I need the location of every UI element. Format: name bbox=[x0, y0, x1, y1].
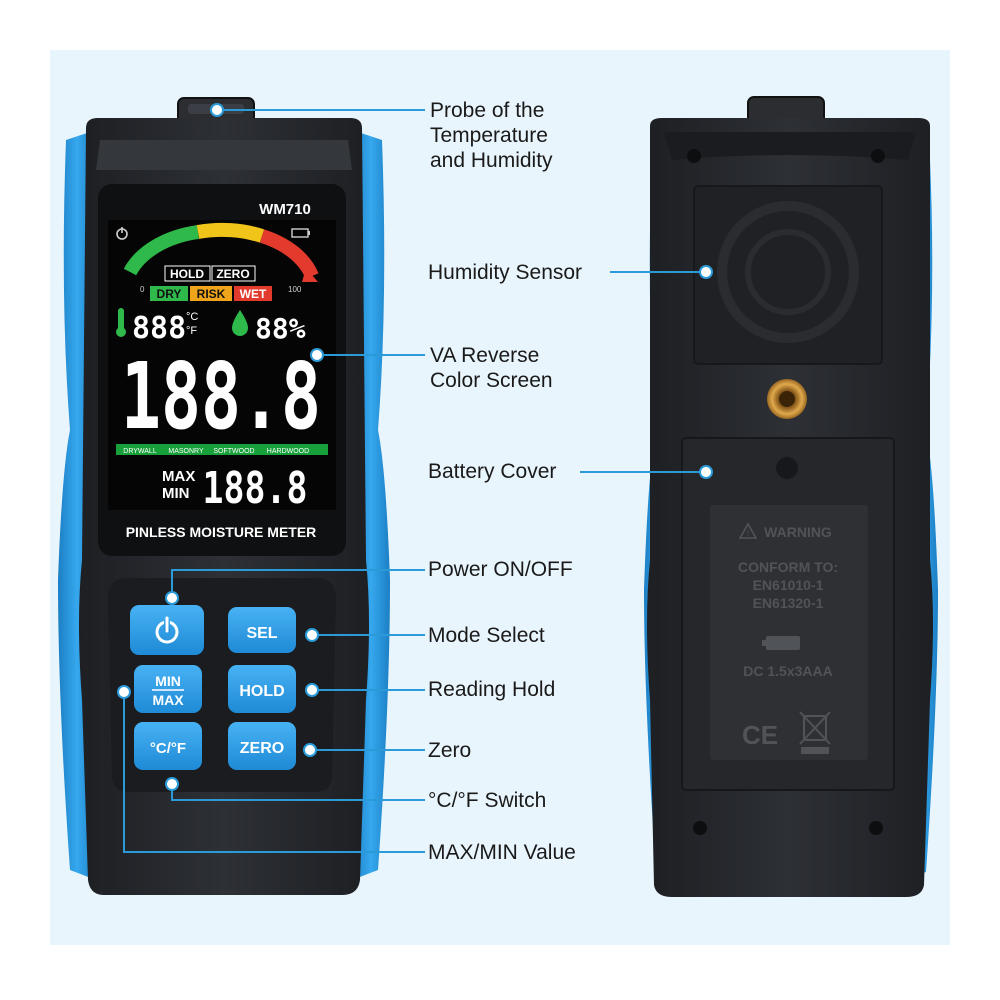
thermometer-icon bbox=[118, 308, 124, 330]
callout-power: Power ON/OFF bbox=[428, 558, 573, 581]
moisture-gauge bbox=[123, 222, 319, 282]
svg-text:!: ! bbox=[747, 529, 749, 538]
callout-screen-line-2: Color Screen bbox=[430, 369, 553, 392]
callout-screen: VA Reverse Color Screen bbox=[430, 343, 553, 393]
unit-button[interactable] bbox=[134, 722, 202, 770]
back-warning-label: WARNING bbox=[764, 524, 832, 540]
ce-mark: CE bbox=[742, 720, 778, 750]
min-max-button-max: MAX bbox=[152, 692, 184, 708]
sel-button[interactable] bbox=[228, 607, 296, 653]
back-battery-spec: DC 1.5x3AAA bbox=[743, 663, 832, 679]
gauge-scale-min: 0 bbox=[140, 285, 145, 294]
screen-dry-label: DRY bbox=[157, 287, 182, 301]
screen-max-label: MAX bbox=[162, 468, 195, 485]
gauge-scale-max: 100 bbox=[288, 285, 302, 294]
front-screen bbox=[108, 220, 336, 510]
sel-button-label: SEL bbox=[246, 625, 277, 642]
screen-zero-label: ZERO bbox=[216, 267, 249, 281]
callout-lines bbox=[117, 103, 713, 853]
back-device: ! WARNING CONFORM TO: EN61010-1 EN61320-… bbox=[644, 96, 938, 897]
screen-main-reading: 188.8 bbox=[121, 343, 321, 450]
min-max-button-min: MIN bbox=[155, 673, 181, 689]
back-conform-label: CONFORM TO: bbox=[738, 559, 838, 575]
callout-humidity-sensor: Humidity Sensor bbox=[428, 261, 583, 284]
callout-reading-hold: Reading Hold bbox=[428, 678, 556, 701]
model-label: WM710 bbox=[259, 201, 311, 218]
zero-button-label: ZERO bbox=[240, 740, 284, 757]
unit-button-label: °C/°F bbox=[150, 740, 186, 757]
callout-probe-line-3: and Humidity bbox=[430, 149, 553, 172]
back-standard-1: EN61010-1 bbox=[753, 577, 824, 593]
screen-max-min-reading: 188.8 bbox=[203, 463, 308, 514]
min-max-button[interactable] bbox=[134, 665, 202, 713]
screen-temp-unit-c: °C bbox=[186, 311, 198, 323]
callout-probe: Probe of the Temperature and Humidity bbox=[430, 98, 553, 173]
material-masonry: MASONRY bbox=[168, 448, 204, 455]
screen-temp-unit-f: °F bbox=[186, 325, 197, 337]
callout-max-min: MAX/MIN Value bbox=[428, 841, 576, 864]
callout-zero: Zero bbox=[428, 739, 472, 762]
screen-risk-label: RISK bbox=[197, 287, 226, 301]
screen-wet-label: WET bbox=[240, 287, 267, 301]
droplet-icon bbox=[232, 310, 248, 336]
screen-hold-label: HOLD bbox=[170, 267, 204, 281]
callout-unit-switch: °C/°F Switch bbox=[428, 789, 547, 812]
material-softwood: SOFTWOOD bbox=[213, 448, 254, 455]
front-product-label: PINLESS MOISTURE METER bbox=[126, 524, 317, 540]
callout-mode-select: Mode Select bbox=[428, 624, 545, 647]
hold-button-label: HOLD bbox=[239, 683, 284, 700]
back-standard-2: EN61320-1 bbox=[753, 595, 824, 611]
zero-button[interactable] bbox=[228, 722, 296, 770]
front-device: WM710 0 100 HOLD ZERO DRY RISK bbox=[58, 97, 390, 895]
callout-probe-line-1: Probe of the bbox=[430, 99, 545, 122]
battery-symbol-icon bbox=[766, 636, 800, 650]
callout-screen-line-1: VA Reverse bbox=[430, 344, 540, 367]
screen-humidity: 88% bbox=[255, 312, 306, 345]
material-hardwood: HARDWOOD bbox=[267, 448, 309, 455]
callout-probe-line-2: Temperature bbox=[430, 124, 548, 147]
hold-button[interactable] bbox=[228, 665, 296, 713]
screen-min-label: MIN bbox=[162, 485, 190, 502]
material-drywall: DRYWALL bbox=[123, 448, 157, 455]
weee-bin-icon bbox=[799, 711, 831, 754]
screen-temperature: 888 bbox=[132, 311, 186, 346]
callout-battery-cover: Battery Cover bbox=[428, 460, 557, 483]
warning-label-plate bbox=[710, 505, 868, 760]
